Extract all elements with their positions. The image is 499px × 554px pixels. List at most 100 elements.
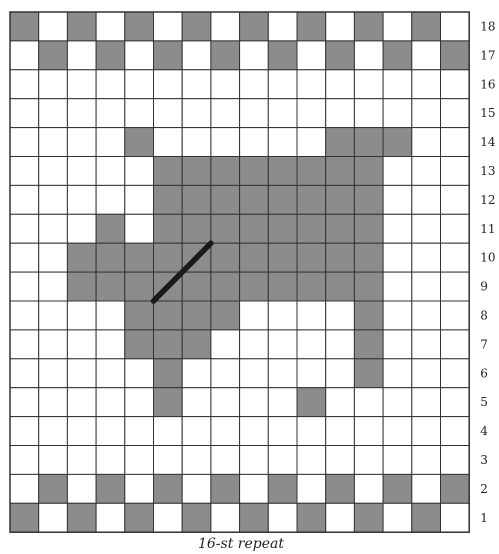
chart-cell-r11-c14 <box>383 214 412 243</box>
chart-cell-r6-c7 <box>182 359 211 388</box>
chart-cell-r14-c1 <box>10 128 39 157</box>
chart-cell-r18-c8 <box>211 12 240 41</box>
chart-cell-r8-c6 <box>154 301 183 330</box>
chart-cell-r14-c4 <box>96 128 125 157</box>
chart-cell-r8-c9 <box>240 301 269 330</box>
chart-cell-r4-c4 <box>96 417 125 446</box>
chart-cell-r4-c9 <box>240 417 269 446</box>
chart-cell-r11-c6 <box>154 214 183 243</box>
chart-cell-r15-c10 <box>268 99 297 128</box>
chart-cell-r10-c3 <box>67 243 96 272</box>
chart-cell-r13-c5 <box>125 157 154 186</box>
chart-cell-r7-c4 <box>96 330 125 359</box>
row-label-12: 12 <box>480 193 495 207</box>
chart-cell-r11-c5 <box>125 214 154 243</box>
chart-cell-r18-c14 <box>383 12 412 41</box>
chart-cell-r9-c1 <box>10 272 39 301</box>
chart-cell-r14-c5 <box>125 128 154 157</box>
chart-cell-r5-c10 <box>268 388 297 417</box>
row-label-6: 6 <box>480 366 488 380</box>
chart-cell-r18-c16 <box>441 12 470 41</box>
chart-cell-r12-c10 <box>268 185 297 214</box>
chart-cell-r18-c15 <box>412 12 441 41</box>
chart-cell-r14-c15 <box>412 128 441 157</box>
chart-cell-r4-c16 <box>441 417 470 446</box>
chart-cell-r17-c10 <box>268 41 297 70</box>
chart-cell-r5-c6 <box>154 388 183 417</box>
chart-cell-r15-c14 <box>383 99 412 128</box>
chart-cell-r8-c14 <box>383 301 412 330</box>
chart-cell-r10-c9 <box>240 243 269 272</box>
chart-cell-r3-c13 <box>354 446 383 475</box>
chart-cell-r13-c15 <box>412 157 441 186</box>
chart-cell-r17-c2 <box>39 41 68 70</box>
chart-cell-r16-c10 <box>268 70 297 99</box>
chart-cell-r9-c3 <box>67 272 96 301</box>
chart-cell-r4-c3 <box>67 417 96 446</box>
chart-cell-r9-c12 <box>326 272 355 301</box>
chart-cell-r10-c4 <box>96 243 125 272</box>
chart-cell-r2-c1 <box>10 474 39 503</box>
chart-cell-r1-c3 <box>67 503 96 532</box>
chart-cell-r18-c13 <box>354 12 383 41</box>
chart-cell-r16-c7 <box>182 70 211 99</box>
chart-cell-r7-c13 <box>354 330 383 359</box>
chart-cell-r11-c9 <box>240 214 269 243</box>
chart-cell-r8-c8 <box>211 301 240 330</box>
chart-cell-r13-c7 <box>182 157 211 186</box>
chart-cell-r15-c4 <box>96 99 125 128</box>
chart-cell-r6-c12 <box>326 359 355 388</box>
chart-cell-r16-c4 <box>96 70 125 99</box>
row-label-1: 1 <box>480 511 488 525</box>
row-label-15: 15 <box>480 106 495 120</box>
chart-cell-r17-c6 <box>154 41 183 70</box>
chart-cell-r2-c8 <box>211 474 240 503</box>
chart-cell-r5-c14 <box>383 388 412 417</box>
chart-cell-r14-c11 <box>297 128 326 157</box>
row-label-7: 7 <box>480 337 488 351</box>
chart-cell-r4-c2 <box>39 417 68 446</box>
chart-cell-r6-c4 <box>96 359 125 388</box>
chart-cell-r1-c9 <box>240 503 269 532</box>
chart-cell-r2-c15 <box>412 474 441 503</box>
chart-cell-r13-c12 <box>326 157 355 186</box>
chart-cell-r4-c1 <box>10 417 39 446</box>
grid-cells <box>10 12 469 532</box>
chart-cell-r1-c7 <box>182 503 211 532</box>
chart-cell-r7-c7 <box>182 330 211 359</box>
chart-cell-r11-c13 <box>354 214 383 243</box>
chart-cell-r16-c14 <box>383 70 412 99</box>
chart-cell-r12-c14 <box>383 185 412 214</box>
chart-cell-r18-c2 <box>39 12 68 41</box>
chart-cell-r3-c6 <box>154 446 183 475</box>
chart-cell-r18-c12 <box>326 12 355 41</box>
chart-cell-r1-c10 <box>268 503 297 532</box>
chart-cell-r11-c3 <box>67 214 96 243</box>
chart-cell-r14-c10 <box>268 128 297 157</box>
chart-cell-r3-c9 <box>240 446 269 475</box>
chart-cell-r15-c12 <box>326 99 355 128</box>
chart-cell-r8-c7 <box>182 301 211 330</box>
chart-cell-r16-c12 <box>326 70 355 99</box>
chart-cell-r2-c3 <box>67 474 96 503</box>
chart-cell-r7-c9 <box>240 330 269 359</box>
chart-cell-r17-c8 <box>211 41 240 70</box>
chart-cell-r7-c14 <box>383 330 412 359</box>
chart-cell-r6-c1 <box>10 359 39 388</box>
chart-cell-r12-c3 <box>67 185 96 214</box>
chart-cell-r7-c15 <box>412 330 441 359</box>
chart-cell-r12-c13 <box>354 185 383 214</box>
chart-cell-r8-c2 <box>39 301 68 330</box>
chart-cell-r13-c11 <box>297 157 326 186</box>
chart-cell-r8-c12 <box>326 301 355 330</box>
row-label-18: 18 <box>480 19 495 33</box>
chart-cell-r3-c8 <box>211 446 240 475</box>
chart-cell-r5-c4 <box>96 388 125 417</box>
chart-cell-r9-c15 <box>412 272 441 301</box>
chart-cell-r16-c13 <box>354 70 383 99</box>
chart-cell-r7-c5 <box>125 330 154 359</box>
chart-cell-r15-c15 <box>412 99 441 128</box>
row-label-4: 4 <box>480 424 488 438</box>
chart-cell-r13-c6 <box>154 157 183 186</box>
chart-cell-r9-c7 <box>182 272 211 301</box>
